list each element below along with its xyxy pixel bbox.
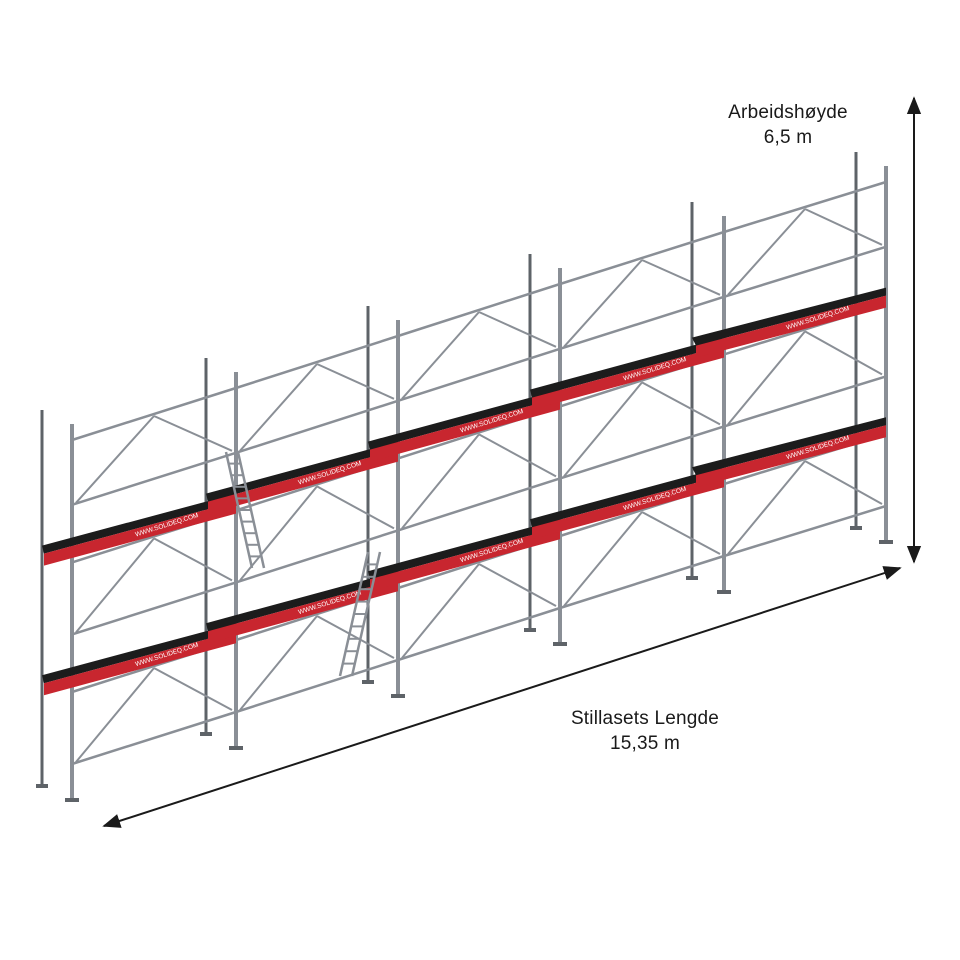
base-plate (524, 628, 536, 632)
length-label-text: Stillasets Lengde (570, 708, 720, 729)
diagonal-brace (153, 415, 233, 452)
length-value-text: 15,35 m (609, 733, 681, 754)
guard-rail (559, 230, 725, 286)
base-plate (65, 798, 79, 802)
diagonal-brace (478, 433, 557, 478)
diagonal-brace (478, 563, 557, 607)
diagonal-brace (563, 381, 643, 478)
diagonal-brace (239, 485, 318, 582)
diagonal-brace (239, 363, 318, 452)
guard-rail (71, 386, 237, 442)
base-plate (717, 590, 731, 594)
diagonal-brace (401, 311, 480, 400)
diagonal-brace (153, 537, 233, 582)
diagonal-brace (75, 415, 155, 504)
diagonal-brace (641, 511, 721, 555)
toe-board (208, 449, 398, 514)
guard-rail (723, 245, 887, 298)
deck-platform (368, 519, 560, 580)
diagonal-brace (804, 460, 883, 505)
base-plate (391, 694, 405, 698)
diagonal-brace (316, 485, 395, 530)
base-plate (200, 732, 212, 736)
guard-rail (723, 375, 887, 428)
diagonal-brace (804, 330, 883, 376)
base-plate (229, 746, 243, 750)
diagonal-brace (727, 208, 806, 296)
height-label-text: Arbeidshøyde (728, 102, 848, 123)
guard-rail (397, 347, 561, 402)
guard-rail (559, 295, 725, 350)
diagonal-brace (641, 381, 721, 426)
diagonal-brace (641, 259, 721, 296)
toe-board (696, 295, 886, 358)
base-plate (850, 526, 862, 530)
height-dimension-label: Arbeidshøyde 6,5 m (688, 100, 888, 150)
guard-rail (397, 477, 561, 532)
deck-platform (530, 337, 724, 398)
deck-platform (692, 287, 886, 346)
base-plate (879, 540, 893, 544)
guard-rail (235, 399, 399, 454)
guard-rail (723, 180, 887, 234)
diagonal-brace (804, 208, 883, 246)
guard-rail (235, 334, 399, 390)
deck-platform (42, 493, 236, 554)
scaffold-frames (36, 152, 893, 802)
decks: WWW.SOLIDEQ.COMWWW.SOLIDEQ.COMWWW.SOLIDE… (42, 287, 886, 696)
guard-rails (71, 180, 887, 766)
guard-rail (397, 282, 561, 338)
height-value-text: 6,5 m (763, 127, 813, 148)
deck-platform (530, 467, 724, 528)
toe-board (532, 475, 724, 540)
deck-platform (692, 417, 886, 476)
deck-platform (368, 389, 560, 450)
deck-platform (206, 441, 398, 502)
diagonal-brace (401, 433, 480, 530)
guard-rail (559, 425, 725, 480)
toe-board (370, 397, 560, 462)
diagonal-brace (727, 330, 806, 426)
toe-board (44, 501, 236, 566)
length-dimension-line (102, 566, 902, 828)
diagonal-brace (563, 259, 643, 348)
toe-board (696, 425, 886, 488)
diagonal-brace (316, 363, 395, 400)
length-dimension-label: Stillasets Lengde 15,35 m (545, 706, 745, 756)
base-plate (362, 680, 374, 684)
diagonal-brace (478, 311, 557, 348)
base-plate (36, 784, 48, 788)
guard-rail (71, 451, 237, 506)
diagonal-brace (727, 460, 806, 555)
toe-board (532, 345, 724, 410)
diagonal-brace (153, 667, 233, 711)
guard-rail (723, 504, 887, 558)
base-plate (686, 576, 698, 580)
base-plate (553, 642, 567, 646)
